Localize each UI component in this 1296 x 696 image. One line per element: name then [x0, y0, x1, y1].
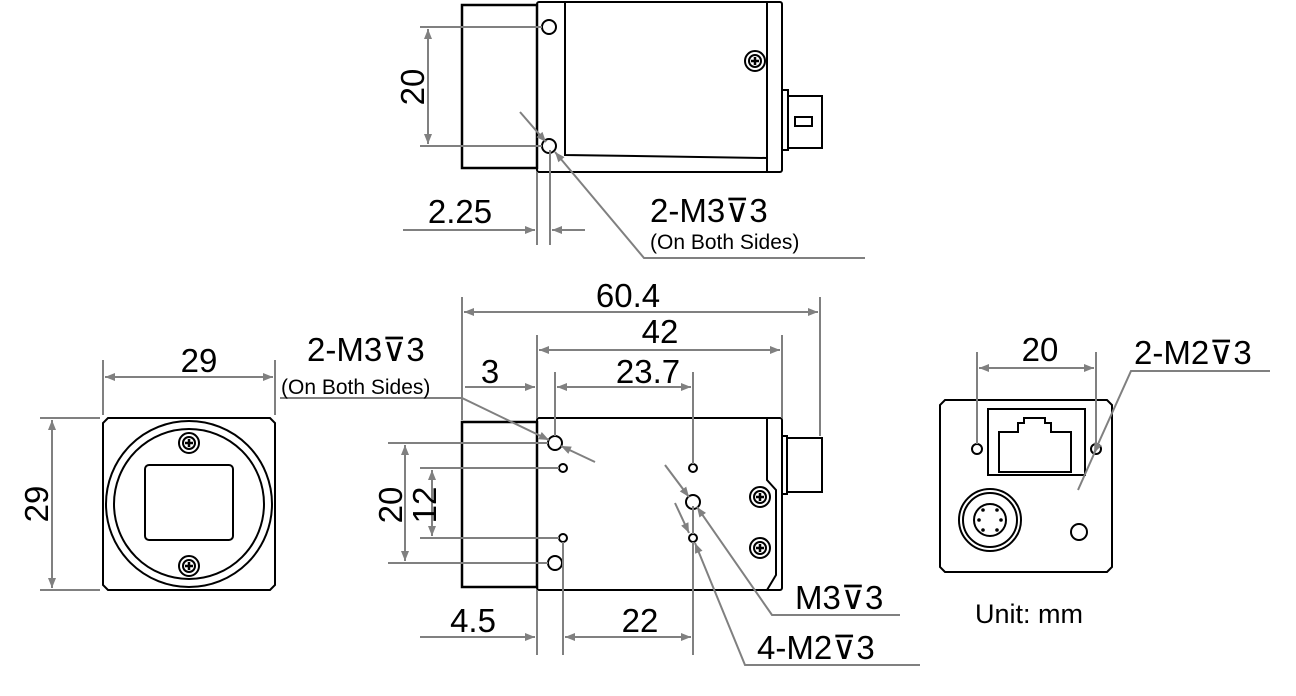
- hole-label: 2-M2⊽3: [1134, 334, 1252, 371]
- dim-hole-spacing-label: 23.7: [616, 353, 680, 390]
- hole-label: 2-M3⊽3: [650, 192, 768, 229]
- screw-icon: [177, 431, 201, 455]
- mount-hole: [558, 463, 568, 473]
- dim-hole-vertical-outer-label: 20: [372, 487, 409, 524]
- dim-height-label: 20: [394, 69, 431, 106]
- hole-note: (On Both Sides): [650, 231, 799, 254]
- lens-mount-ring: [105, 420, 273, 588]
- status-led: [1070, 523, 1088, 541]
- screw-icon: [743, 49, 767, 73]
- hole-label: 2-M3⊽3: [307, 331, 425, 368]
- mount-hole: [541, 19, 557, 35]
- connector-outline: [782, 435, 823, 495]
- connector-outline: [782, 89, 823, 151]
- body-outline: [536, 417, 783, 591]
- front-face-outline: [102, 417, 276, 591]
- unit-label: Unit: mm: [975, 599, 1083, 629]
- mount-hole: [547, 435, 563, 451]
- dim-hole-vertical-inner-label: 12: [406, 487, 443, 524]
- rear-view: 20 2-M2⊽3 Unit: mm: [939, 331, 1270, 629]
- dim-bottom-spacing-label: 22: [622, 602, 659, 639]
- side-view: 60.4 42 23.7 3 20 12 4.5 22 2-M3⊽3 (On B…: [280, 277, 920, 666]
- mount-hole: [971, 443, 983, 455]
- screw-icon: [177, 554, 201, 578]
- dim-width-label: 29: [181, 342, 218, 379]
- dim-total-length-label: 60.4: [596, 277, 660, 314]
- screw-icon: [748, 536, 772, 560]
- ethernet-port-icon: [998, 417, 1072, 473]
- mount-hole: [688, 533, 698, 543]
- body-outline: [536, 1, 783, 173]
- front-view: 29 29: [18, 342, 276, 591]
- mount-hole: [688, 463, 698, 473]
- dim-bottom-offset-label: 4.5: [450, 602, 496, 639]
- dim-front-offset-label: 3: [481, 353, 499, 390]
- center-hole-label: M3⊽3: [795, 579, 883, 616]
- dim-offset-label: 2.25: [428, 193, 492, 230]
- small-holes-label: 4-M2⊽3: [757, 629, 875, 666]
- top-view: 20 2.25 2-M3⊽3 (On Both Sides): [394, 1, 865, 259]
- ethernet-port-frame: [987, 408, 1086, 476]
- mount-hole: [547, 555, 563, 571]
- dim-hole-spacing-label: 20: [1022, 331, 1059, 368]
- mount-hole: [558, 533, 568, 543]
- rear-face-outline: [939, 399, 1113, 573]
- dim-height-label: 29: [18, 486, 55, 523]
- dim-body-length-label: 42: [642, 313, 679, 350]
- power-io-connector-icon: [958, 488, 1022, 552]
- hole-note: (On Both Sides): [281, 376, 430, 399]
- lens-mount-outline: [460, 3, 539, 170]
- screw-icon: [748, 485, 772, 509]
- sensor-window: [144, 464, 234, 541]
